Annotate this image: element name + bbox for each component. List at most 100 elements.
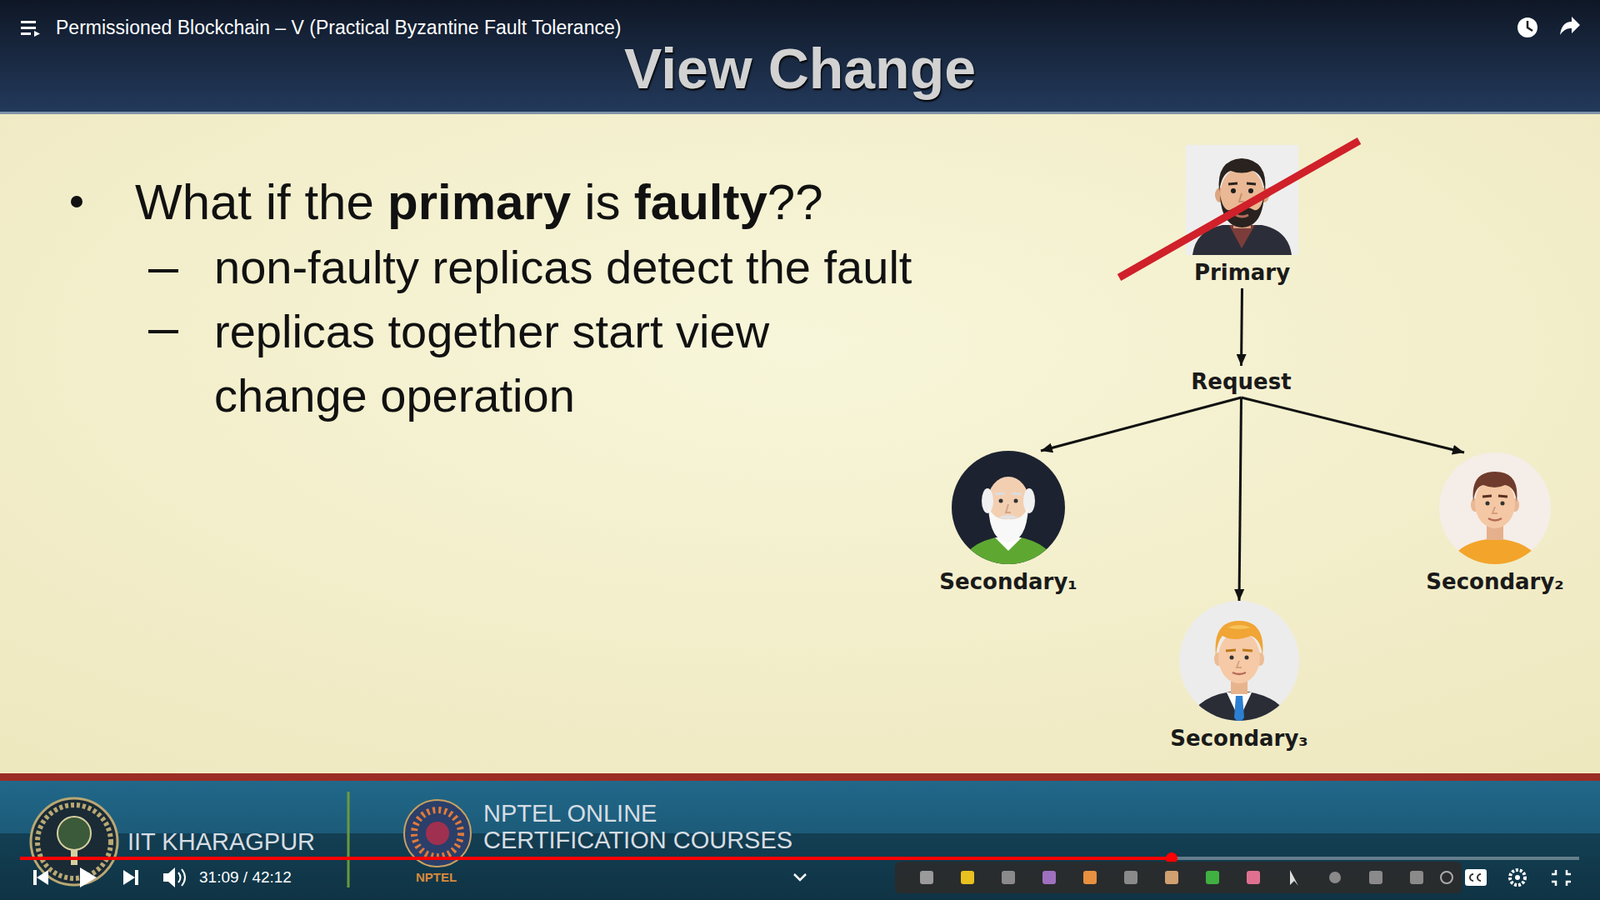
player-controls bbox=[123, 870, 135, 885]
bullet-heading: What if theprimaryisfaulty?? bbox=[135, 173, 824, 232]
footer-separator bbox=[347, 791, 350, 888]
backgrounds bbox=[0, 780, 1600, 900]
secondary-node: Secondary₃ bbox=[1163, 600, 1315, 755]
player-controls bbox=[80, 867, 97, 888]
player-controls bbox=[1465, 869, 1487, 886]
video-time: 31:09 / 42:12 bbox=[199, 867, 292, 888]
iit-logo bbox=[37, 805, 111, 879]
flow-arrow bbox=[1241, 397, 1465, 453]
flow-arrow bbox=[1239, 397, 1242, 601]
backgrounds bbox=[0, 0, 1600, 115]
player-controls bbox=[1083, 870, 1097, 885]
bullet-point: non-faulty replicas detect the fault bbox=[214, 235, 912, 300]
player-controls bbox=[1510, 870, 1525, 885]
secondary-avatar bbox=[1234, 695, 1245, 725]
primary-avatar bbox=[1219, 158, 1266, 192]
request-node: Request bbox=[1184, 365, 1299, 398]
secondary-avatar bbox=[1014, 499, 1019, 504]
progress-bar bbox=[20, 856, 1580, 860]
secondary-avatar bbox=[1232, 672, 1246, 675]
logo-caption: NPTEL bbox=[415, 870, 457, 885]
node-label: Secondary₁ bbox=[939, 569, 1077, 595]
secondary-node: Secondary₂ bbox=[1419, 452, 1571, 598]
node-label: Primary bbox=[1194, 260, 1290, 285]
secondary-avatar bbox=[1185, 620, 1293, 732]
player-top-icons bbox=[1527, 20, 1533, 31]
secondary-avatar bbox=[958, 476, 1059, 575]
primary-avatar bbox=[1229, 225, 1255, 249]
fault-strike bbox=[1119, 140, 1360, 278]
primary-avatar bbox=[1248, 188, 1254, 194]
backgrounds bbox=[0, 114, 1600, 774]
primary-avatar bbox=[1185, 145, 1299, 255]
institute-name: IIT KHARAGPUR bbox=[127, 828, 315, 855]
player-controls bbox=[33, 861, 1571, 894]
player-controls bbox=[1470, 874, 1481, 881]
bullet-text: primary bbox=[387, 173, 571, 232]
iit-logo bbox=[57, 816, 91, 850]
player-controls bbox=[1515, 875, 1520, 880]
secondary-avatar bbox=[1492, 506, 1498, 514]
player-controls bbox=[1205, 870, 1220, 885]
bullet-text: What if the bbox=[135, 173, 375, 232]
player-top-icons bbox=[20, 20, 36, 24]
backgrounds bbox=[0, 111, 1600, 115]
primary-avatar bbox=[1239, 193, 1245, 202]
bullet-symbols bbox=[148, 269, 179, 273]
primary-avatar bbox=[1230, 188, 1236, 194]
flow-arrow bbox=[1040, 397, 1242, 451]
primary-avatar bbox=[1228, 183, 1256, 185]
secondary-avatar bbox=[1230, 655, 1235, 660]
secondary-avatar bbox=[1482, 495, 1508, 497]
secondary-avatar bbox=[1245, 655, 1250, 660]
player-top-icons bbox=[34, 30, 40, 37]
player-controls bbox=[163, 867, 175, 888]
node-label: Request bbox=[1190, 369, 1291, 395]
secondary-avatar bbox=[1225, 650, 1253, 651]
bullet-symbols bbox=[148, 330, 179, 334]
secondary-avatar bbox=[999, 499, 1004, 504]
backgrounds bbox=[0, 773, 1600, 781]
course-banner: NPTEL ONLINE CERTIFICATION COURSES bbox=[483, 800, 809, 854]
node-label: Secondary₂ bbox=[1425, 569, 1564, 595]
secondary-avatar bbox=[998, 515, 1019, 520]
nptel-logo bbox=[414, 810, 461, 857]
player-controls bbox=[1329, 871, 1341, 884]
player-controls bbox=[794, 874, 806, 880]
secondary-avatar bbox=[1485, 501, 1490, 506]
slide-title: View Change bbox=[624, 38, 976, 99]
player-controls bbox=[1369, 870, 1383, 885]
player-controls bbox=[895, 861, 1462, 894]
primary-node: Primary bbox=[1185, 145, 1299, 289]
player-controls bbox=[33, 870, 37, 885]
bullet-point: replicas together start view change oper… bbox=[214, 299, 848, 428]
node-label: Secondary₃ bbox=[1170, 725, 1308, 751]
player-controls bbox=[1440, 871, 1453, 884]
nptel-logo bbox=[425, 821, 450, 845]
primary-avatar bbox=[1185, 145, 1299, 255]
secondary-avatar bbox=[951, 450, 1065, 575]
player-controls bbox=[920, 870, 934, 885]
bullet-text: faulty bbox=[634, 173, 768, 232]
secondary-avatar bbox=[981, 488, 994, 514]
player-top-icons bbox=[1560, 16, 1580, 35]
secondary-avatar bbox=[1446, 471, 1544, 575]
player-controls bbox=[1246, 870, 1260, 885]
flow-arrow bbox=[1241, 288, 1243, 366]
player-controls bbox=[1042, 870, 1056, 885]
secondary-avatar bbox=[1005, 504, 1011, 513]
secondary-avatar bbox=[1218, 631, 1260, 684]
secondary-avatar bbox=[1227, 625, 1251, 630]
player-controls bbox=[1551, 870, 1571, 886]
secondary-avatar bbox=[1023, 488, 1035, 514]
player-controls bbox=[1165, 870, 1179, 885]
bullet-symbols bbox=[70, 195, 83, 208]
player-controls bbox=[135, 870, 139, 885]
player-top-icons bbox=[1517, 17, 1538, 38]
primary-avatar bbox=[1235, 215, 1249, 217]
secondary-avatar bbox=[1179, 600, 1300, 732]
secondary-avatar bbox=[1215, 620, 1264, 656]
secondary-avatar bbox=[1185, 690, 1293, 732]
